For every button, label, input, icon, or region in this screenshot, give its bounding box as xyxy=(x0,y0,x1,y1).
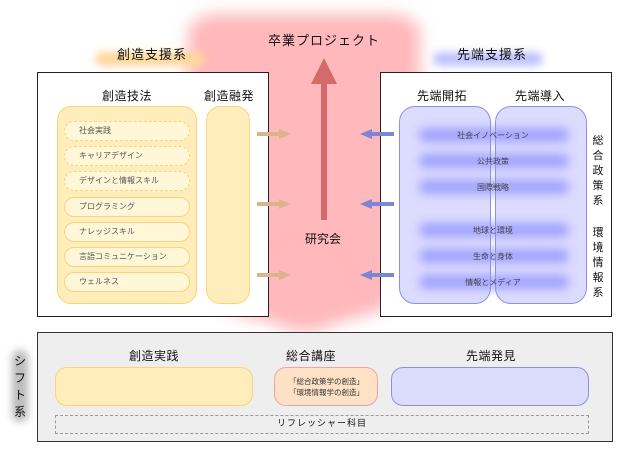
course-pill[interactable]: ウェルネス xyxy=(64,272,190,292)
course-pill[interactable]: デザインと情報スキル xyxy=(64,171,190,191)
field-item[interactable]: 地球と環境 xyxy=(473,226,513,235)
refresher-courses[interactable]: リフレッシャー科目 xyxy=(55,415,589,434)
label-char: 策 xyxy=(592,179,604,192)
arrow-right-icon xyxy=(257,199,291,209)
environment-group-label: 環 境 情 報 系 xyxy=(591,225,605,300)
field-band xyxy=(419,154,569,168)
shift-panel: 創造実践 総合講座 先端発見 「総合政策学の創造」 「環境情報学の創造」 リフレ… xyxy=(37,332,613,442)
policy-group-label: 総 合 政 策 系 xyxy=(591,133,605,208)
lecture-line: 「環境情報学の創造」 xyxy=(289,388,364,397)
label-char: 報 xyxy=(592,271,604,284)
course-pill[interactable]: プログラミング xyxy=(64,197,190,217)
field-band xyxy=(419,180,569,194)
field-item[interactable]: 公共政策 xyxy=(477,157,509,166)
creative-support-title: 創造支援系 xyxy=(117,48,188,63)
creative-support-glow xyxy=(95,52,205,66)
shift-label-glow xyxy=(12,350,28,422)
label-char: 合 xyxy=(592,149,604,162)
creative-practice-box[interactable] xyxy=(55,367,253,406)
arrow-left-icon xyxy=(360,199,394,209)
column-title-yuhatsu: 創造融発 xyxy=(204,89,255,103)
field-band xyxy=(419,249,569,263)
lecture-line: 「総合政策学の創造」 xyxy=(289,377,364,386)
column-title-jissen: 創造実践 xyxy=(129,349,180,363)
arrow-left-icon xyxy=(360,270,394,280)
creative-support-panel: 創造技法 創造融発 社会実践 キャリアデザイン デザインと情報スキル プログラミ… xyxy=(37,72,269,317)
shift-group-label: シ フ ト 系 xyxy=(13,353,27,421)
course-pill[interactable]: 言語コミュニケーション xyxy=(64,247,190,267)
field-band xyxy=(419,128,569,142)
column-title-giho: 創造技法 xyxy=(102,89,153,103)
field-item[interactable]: 社会イノベーション xyxy=(457,131,529,140)
column-title-hakken: 先端発見 xyxy=(466,349,517,363)
advanced-support-panel: 先端開拓 先端導入 社会イノベーション 公共政策 国際戦略 地球と環境 生命と身… xyxy=(380,72,612,317)
label-char: 系 xyxy=(13,405,26,419)
graduation-glow-bottom xyxy=(270,250,340,330)
label-char: 系 xyxy=(592,194,604,207)
arrow-right-icon xyxy=(257,129,291,139)
field-band xyxy=(419,275,569,289)
creative-technique-column: 社会実践 キャリアデザイン デザインと情報スキル プログラミング ナレッジスキル… xyxy=(57,106,197,304)
graduation-project-title: 卒業プロジェクト xyxy=(268,34,381,49)
course-pill[interactable]: ナレッジスキル xyxy=(64,222,190,242)
label-char: ト xyxy=(13,388,26,402)
advanced-support-glow xyxy=(433,52,543,66)
label-char: 情 xyxy=(592,256,604,269)
label-char: 総 xyxy=(592,134,604,147)
arrow-up-icon xyxy=(311,58,337,220)
course-pill[interactable]: キャリアデザイン xyxy=(64,146,190,166)
label-char: 境 xyxy=(592,241,604,254)
arrow-left-icon xyxy=(360,129,394,139)
advanced-discovery-box[interactable] xyxy=(391,367,589,406)
column-title-koza: 総合講座 xyxy=(286,349,337,363)
advanced-support-title: 先端支援系 xyxy=(457,48,528,63)
column-title-donyu: 先端導入 xyxy=(515,89,566,103)
field-band xyxy=(419,223,569,237)
label-char: 政 xyxy=(592,164,604,177)
research-seminar-label: 研究会 xyxy=(305,232,342,246)
creative-fusion-column[interactable] xyxy=(206,106,250,304)
general-lecture-box[interactable]: 「総合政策学の創造」 「環境情報学の創造」 xyxy=(274,367,378,406)
arrow-right-icon xyxy=(257,270,291,280)
course-pill[interactable]: 社会実践 xyxy=(64,121,190,141)
label-char: 環 xyxy=(592,226,604,239)
field-item[interactable]: 生命と身体 xyxy=(473,252,513,261)
label-char: フ xyxy=(13,371,26,385)
column-title-kaitaku: 先端開拓 xyxy=(417,89,468,103)
field-item[interactable]: 情報とメディア xyxy=(465,278,521,287)
label-char: シ xyxy=(13,354,26,368)
label-char: 系 xyxy=(592,286,604,299)
field-item[interactable]: 国際戦略 xyxy=(477,183,509,192)
